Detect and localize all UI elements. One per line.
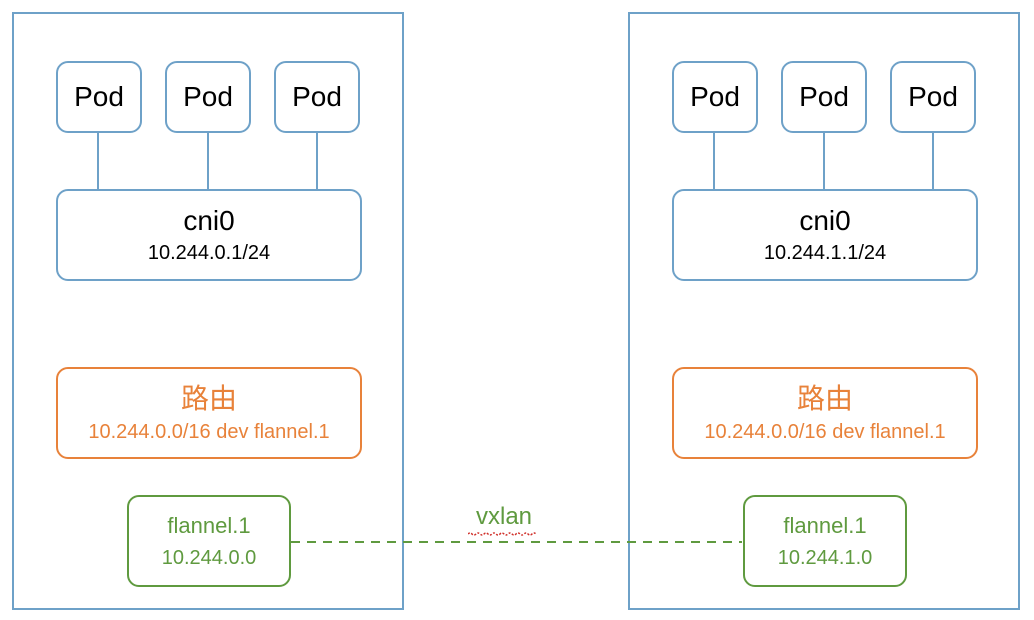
pod-connector: [316, 133, 318, 189]
flannel-interface[interactable]: flannel.1 10.244.1.0: [743, 495, 907, 587]
pod-box[interactable]: Pod: [890, 61, 976, 133]
vxlan-label: vxlan: [475, 503, 533, 530]
pod-box[interactable]: Pod: [781, 61, 867, 133]
route-box[interactable]: 路由 10.244.0.0/16 dev flannel.1: [672, 367, 978, 459]
flannel-interface[interactable]: flannel.1 10.244.0.0: [127, 495, 291, 587]
pod-box[interactable]: Pod: [274, 61, 360, 133]
route-rule: 10.244.0.0/16 dev flannel.1: [88, 421, 330, 443]
flannel-name: flannel.1: [167, 513, 251, 538]
pod-box[interactable]: Pod: [56, 61, 142, 133]
cni0-bridge[interactable]: cni0 10.244.0.1/24: [56, 189, 362, 281]
pod-connector: [713, 133, 715, 189]
pod-box[interactable]: Pod: [165, 61, 251, 133]
pod-connector: [823, 133, 825, 189]
route-title: 路由: [180, 382, 237, 415]
node-left: Pod Pod Pod cni0 10.244.0.1/24 路由 10.244…: [12, 12, 404, 610]
pod-connector: [97, 133, 99, 189]
pod-connector: [932, 133, 934, 189]
route-box[interactable]: 路由 10.244.0.0/16 dev flannel.1: [56, 367, 362, 459]
route-title: 路由: [796, 382, 853, 415]
cni0-bridge[interactable]: cni0 10.244.1.1/24: [672, 189, 978, 281]
flannel-ip: 10.244.0.0: [161, 547, 257, 569]
flannel-name: flannel.1: [783, 513, 867, 538]
pod-connector: [207, 133, 209, 189]
node-right: Pod Pod Pod cni0 10.244.1.1/24 路由 10.244…: [628, 12, 1020, 610]
bridge-name: cni0: [183, 205, 235, 236]
spellcheck-underline: [468, 532, 536, 536]
pod-box[interactable]: Pod: [672, 61, 758, 133]
flannel-ip: 10.244.1.0: [777, 547, 873, 569]
bridge-name: cni0: [799, 205, 851, 236]
bridge-cidr: 10.244.0.1/24: [147, 242, 271, 264]
bridge-cidr: 10.244.1.1/24: [763, 242, 887, 264]
route-rule: 10.244.0.0/16 dev flannel.1: [704, 421, 946, 443]
